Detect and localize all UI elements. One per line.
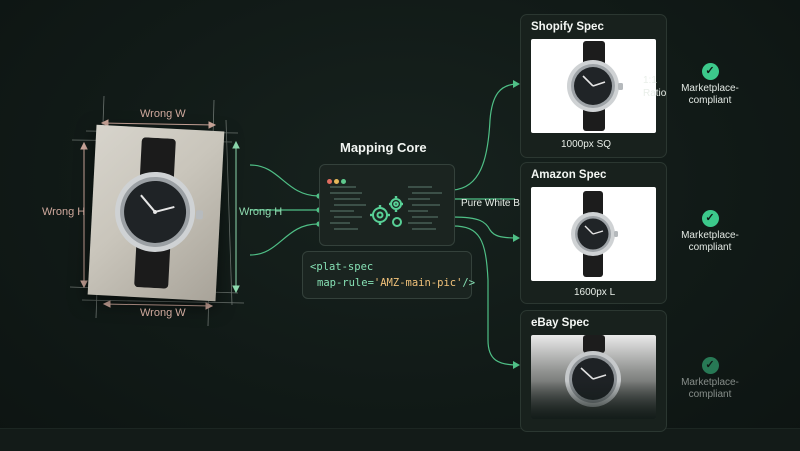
spec-size-caption: 1600px L <box>574 287 616 298</box>
spec-card-shopify: Shopify Spec 1000px SQ <box>520 14 667 158</box>
close-dot-icon <box>327 179 332 184</box>
code-value: 'AMZ-main-pic' <box>373 277 463 289</box>
wrong-height-right-arrow <box>232 140 240 294</box>
ratio-label: 1:1 Ratio <box>643 74 666 100</box>
check-icon: ✓ <box>701 210 719 227</box>
compliance-line-2: compliant <box>688 95 732 106</box>
wrong-width-bottom-label: Wrong W <box>140 307 186 319</box>
spec-card-amazon: Amazon Spec 1600px L <box>520 162 667 304</box>
mapping-core-title: Mapping Core <box>340 140 427 155</box>
check-icon: ✓ <box>701 63 719 80</box>
check-icon: ✓ <box>701 357 719 374</box>
output-connectors <box>452 83 519 366</box>
spec-title: eBay Spec <box>531 317 590 329</box>
maximize-dot-icon <box>341 179 346 184</box>
wrong-width-top-label: Wrong W <box>140 108 186 120</box>
spec-preview-image <box>531 335 656 419</box>
gears-icon <box>370 196 403 227</box>
code-attr: map-rule= <box>317 277 374 289</box>
output-arrowheads <box>513 80 520 369</box>
compliance-text: Marketplace- compliant <box>669 83 751 107</box>
compliance-line-2: compliant <box>688 242 732 253</box>
spec-card-ebay: eBay Spec <box>520 310 667 432</box>
ratio-value: 1:1 <box>643 75 657 86</box>
code-line-2: map-rule='AMZ-main-pic'/> <box>317 277 475 289</box>
watch-image <box>571 191 618 277</box>
code-end: /> <box>462 277 476 289</box>
pure-white-bg-label: Pure White BG <box>461 198 528 209</box>
bottom-strip <box>0 428 800 451</box>
compliance-badge-shopify: ✓ Marketplace- compliant <box>669 63 751 107</box>
spec-title: Shopify Spec <box>531 21 604 33</box>
wrong-height-right-label: Wrong H <box>239 206 283 218</box>
compliance-badge-ebay: ✓ Marketplace- compliant <box>669 357 751 401</box>
input-connectors <box>249 164 319 256</box>
compliance-line-2: compliant <box>688 389 732 400</box>
compliance-text: Marketplace- compliant <box>669 377 751 401</box>
minimize-dot-icon <box>334 179 339 184</box>
watch-image <box>96 135 216 296</box>
window-controls <box>327 171 348 189</box>
compliance-text: Marketplace- compliant <box>669 230 751 254</box>
compliance-line-1: Marketplace- <box>681 230 739 241</box>
compliance-badge-amazon: ✓ Marketplace- compliant <box>669 210 751 254</box>
spec-title: Amazon Spec <box>531 169 607 181</box>
fade-overlay <box>531 335 656 419</box>
rule-code-snippet: <plat-spec map-rule='AMZ-main-pic'/> <box>302 251 475 299</box>
mapping-core-window <box>319 164 455 246</box>
spec-preview-image <box>531 187 656 281</box>
code-line-1: <plat-spec <box>310 261 374 273</box>
code-glyph-lines <box>330 186 442 230</box>
wrong-dimension-arrows <box>80 119 217 310</box>
ratio-word: Ratio <box>643 88 667 99</box>
spec-size-caption: 1000px SQ <box>561 139 612 150</box>
compliance-line-1: Marketplace- <box>681 83 739 94</box>
compliance-line-1: Marketplace- <box>681 377 739 388</box>
wrong-height-left-label: Wrong H <box>42 206 86 218</box>
watch-image <box>567 41 623 131</box>
input-product-photo <box>87 124 225 302</box>
spec-preview-image <box>531 39 656 133</box>
